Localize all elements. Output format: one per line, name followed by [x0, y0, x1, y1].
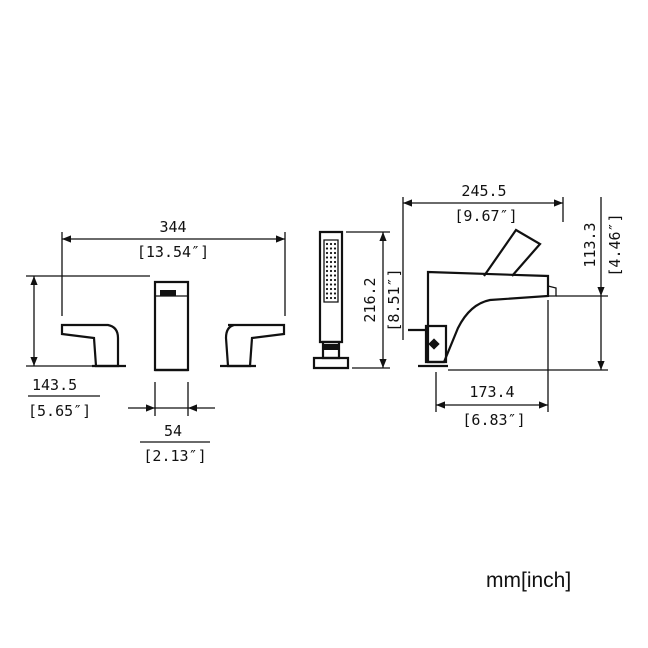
dim-handle-height: 143.5 [5.65″] [26, 275, 150, 420]
spray-hole [325, 278, 329, 282]
spray-hole [333, 265, 337, 268]
spray-hole [325, 283, 329, 286]
front-view [60, 280, 286, 372]
spray-hole [329, 274, 333, 277]
side-length-in: [9.67″] [454, 207, 517, 225]
spout [153, 280, 190, 372]
spout-width-mm: 54 [164, 422, 182, 440]
total-width-mm: 344 [159, 218, 186, 236]
left-handle [60, 323, 126, 368]
spray-hole [329, 296, 333, 300]
spray-hole [333, 247, 337, 250]
spray-hole [325, 274, 329, 277]
hand-shower [312, 230, 350, 370]
spray-hole [329, 283, 333, 286]
spray-hole [333, 251, 337, 255]
right-handle [220, 323, 286, 368]
handshower-height-in: [8.51″] [385, 268, 403, 331]
dim-side-height: 113.3 [4.46″] [448, 197, 624, 371]
spray-hole [333, 242, 337, 246]
spray-hole [329, 256, 333, 259]
dim-side-length: 245.5 [9.67″] [402, 182, 564, 340]
spray-hole [325, 265, 329, 268]
spray-hole [329, 247, 333, 250]
units-label: mm[inch] [486, 569, 572, 592]
dim-spout-reach: 173.4 [6.83″] [435, 300, 549, 429]
spray-hole [329, 260, 333, 264]
handshower-height-mm: 216.2 [361, 277, 379, 322]
handle-height-mm: 143.5 [32, 376, 77, 394]
spray-hole [333, 283, 337, 286]
spray-hole [325, 242, 329, 246]
spray-hole [333, 274, 337, 277]
dim-spout-width: 54 [2.13″] [128, 382, 215, 465]
spout-reach-mm: 173.4 [469, 383, 514, 401]
spray-hole [333, 256, 337, 259]
spray-hole [325, 296, 329, 300]
dim-total-width: 344 [13.54″] [61, 218, 286, 316]
spray-hole [325, 287, 329, 291]
spray-hole [329, 242, 333, 246]
side-length-mm: 245.5 [461, 182, 506, 200]
spray-hole [329, 269, 333, 273]
spray-hole [325, 247, 329, 250]
spray-hole [325, 256, 329, 259]
spray-hole [325, 292, 329, 295]
spray-hole [325, 269, 329, 273]
spray-hole [333, 287, 337, 291]
spray-hole [325, 260, 329, 264]
spray-hole [329, 278, 333, 282]
spray-hole [329, 287, 333, 291]
spray-hole [333, 278, 337, 282]
spray-hole [329, 251, 333, 255]
side-view [408, 228, 557, 368]
total-width-in: [13.54″] [137, 243, 209, 261]
shower-spray-holes [325, 242, 337, 300]
spout-width-in: [2.13″] [143, 447, 206, 465]
spout-reach-in: [6.83″] [462, 411, 525, 429]
side-height-in: [4.46″] [606, 213, 624, 276]
handle-height-in: [5.65″] [28, 402, 91, 420]
side-height-mm: 113.3 [581, 222, 599, 267]
spray-hole [333, 269, 337, 273]
spray-hole [325, 251, 329, 255]
spray-hole [333, 296, 337, 300]
spray-hole [329, 265, 333, 268]
spray-hole [333, 292, 337, 295]
spray-hole [333, 260, 337, 264]
spray-hole [329, 292, 333, 295]
dim-handshower-height: 216.2 [8.51″] [346, 231, 403, 369]
